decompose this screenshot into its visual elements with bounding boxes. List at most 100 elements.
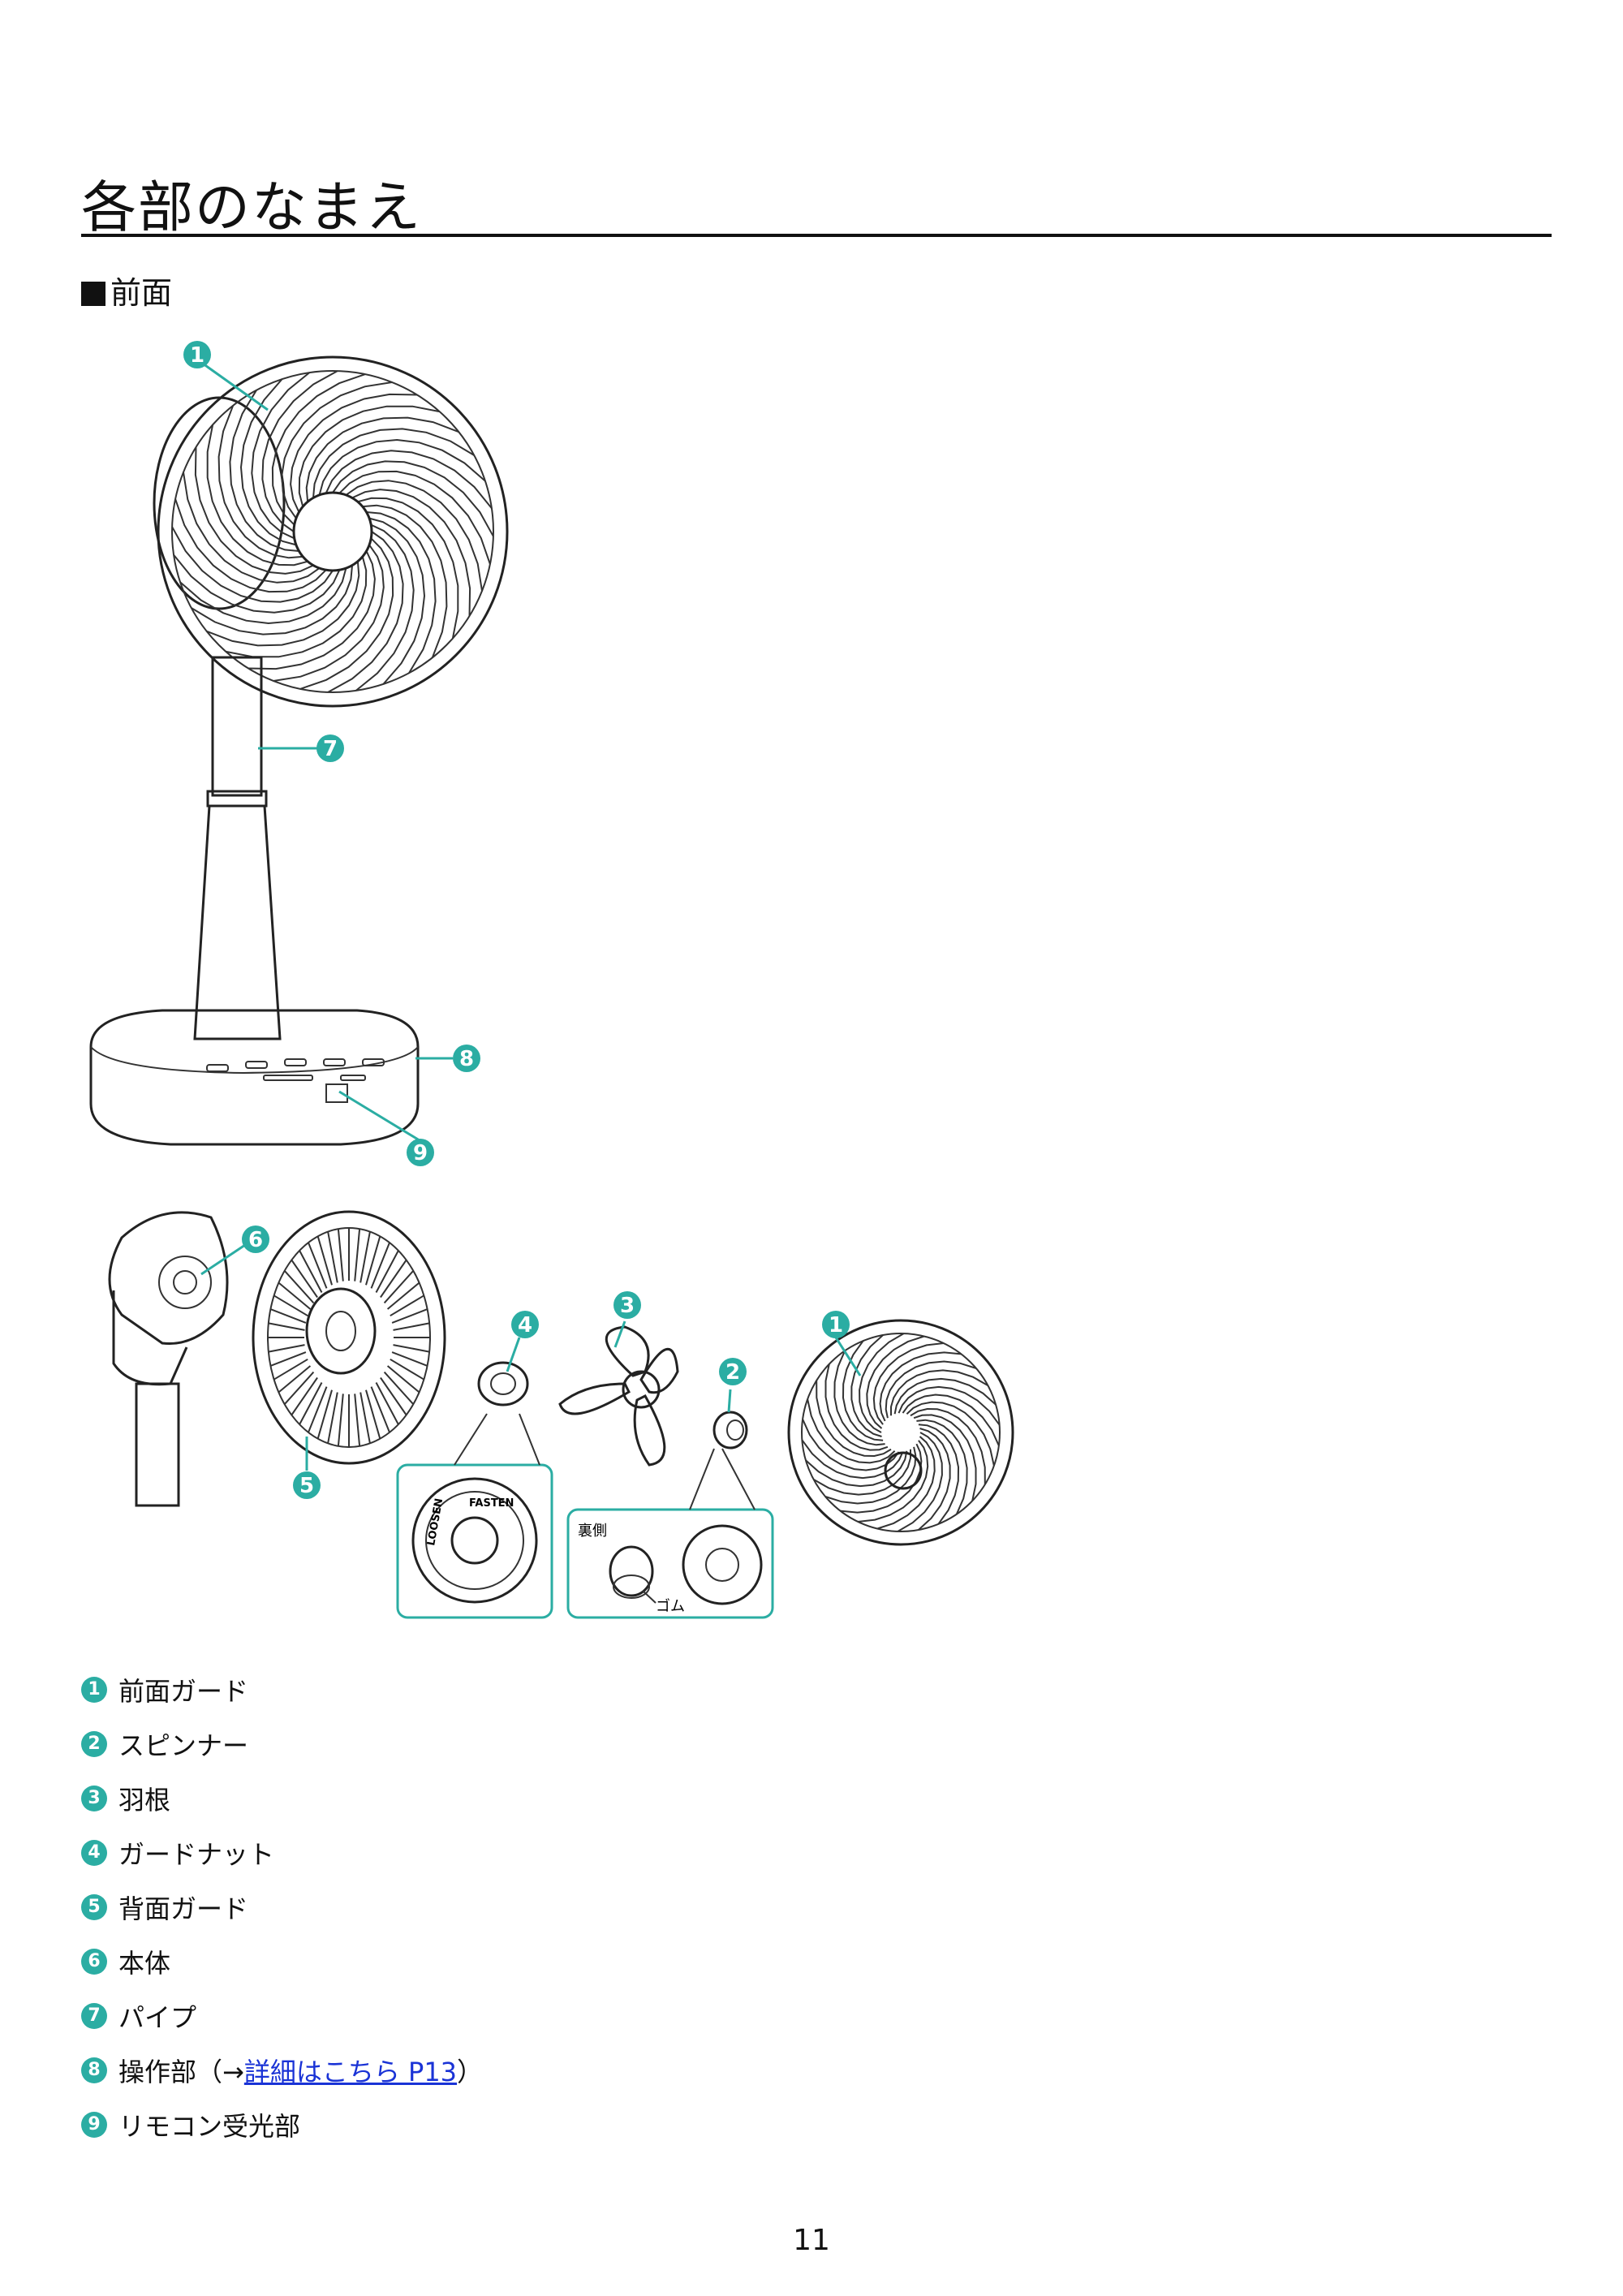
rear-guard [252,1210,446,1465]
title-rule [81,234,1552,237]
control-key [340,1075,366,1081]
callout-badge [316,734,344,762]
guard-wire [840,1443,923,1514]
callout-number: 8 [459,1047,474,1071]
guard-wire [898,1385,1001,1426]
detail-leader [519,1413,540,1466]
control-key [263,1075,313,1081]
rear-guard-spoke [308,1242,328,1289]
rear-guard-spoke [383,1371,415,1405]
rear-guard-spoke [299,1382,323,1425]
rear-guard-spoke [370,1242,390,1289]
rear-guard-spoke [283,1371,315,1405]
callout-number: 9 [413,1141,428,1165]
guard-wire [305,416,459,502]
rear-guard-spoke [268,1344,305,1353]
front-guard-ring [171,370,494,693]
assembled-fan [89,355,509,1146]
control-panel-details-link[interactable]: 詳細はこちら P13 [243,2056,458,2087]
callout-number: 6 [248,1228,263,1252]
guard-wire [816,1380,892,1458]
guard-wire [885,1360,977,1419]
pipe-collar [206,790,268,808]
guard-wire [325,450,493,509]
callout-leader [834,1337,862,1376]
guard-wire [229,390,299,552]
rear-guard-spoke [270,1308,307,1324]
rear-guard-spoke [393,1344,430,1353]
rear-guard-spoke [390,1358,424,1381]
rear-guard-spoke [365,1236,381,1286]
part-number-badge: 8 [81,2057,107,2083]
callout-8: 8 [453,1045,480,1072]
guard-wire [824,1363,889,1451]
guard-wire [366,511,437,674]
detail-leader [689,1448,715,1510]
guard-wire [299,537,394,690]
guard-wire [194,446,314,575]
part-note-suffix: ） [457,2056,484,2087]
guard-wire [251,372,310,540]
rear-guard-spoke [316,1389,333,1439]
callout-badge [183,341,211,368]
guard-wire [802,1419,900,1471]
callout-badge [511,1311,539,1338]
rear-guard-outer [252,1210,446,1465]
blade-wing [633,1394,666,1467]
rear-guard-spoke [380,1259,407,1299]
control-key [323,1058,346,1066]
callout-3: 3 [613,1291,641,1319]
rear-guard-spoke [359,1231,371,1283]
callout-1-bottom: 1 [822,1311,850,1338]
guard-wire [913,1414,977,1501]
page-number: 11 [793,2224,830,2257]
guard-wire [261,370,338,532]
fan-body-hub [158,1256,212,1309]
blade-hub [622,1370,661,1409]
rear-guard-spoke [316,1236,333,1286]
rear-guard-spoke [308,1386,328,1433]
rear-guard-rays [268,1228,430,1447]
callout-number: 5 [299,1474,314,1498]
guard-wire [345,480,483,592]
rear-guard-spoke [268,1322,305,1331]
callout-leader [506,1337,521,1372]
front-guard-exploded-ring [801,1333,1001,1532]
blade-wing [605,1325,650,1377]
nut-detail-hole [450,1516,499,1565]
spinner [712,1411,748,1450]
spinner-detail-back [609,1545,654,1597]
callout-number: 1 [190,343,204,368]
guard-wire [824,1446,917,1505]
callout-7: 7 [316,734,344,762]
back-side-label: 裏側 [578,1523,607,1540]
guard-wire [362,504,448,658]
front-guard-center [292,491,373,572]
guard-nut-hole [490,1372,516,1395]
fan-parts-diagram: LOOSEN FASTEN 裏側 ゴム 1 7 8 9 6 5 4 [89,341,1014,1619]
guard-wire [191,565,353,635]
callout-6: 6 [242,1226,269,1253]
rear-guard-spoke [375,1250,399,1293]
detail-leader [454,1413,488,1466]
callout-badge [822,1311,850,1338]
fan-body-pipe [135,1382,180,1507]
rear-guard-spoke [375,1382,399,1425]
guard-wire [351,489,471,617]
callout-9: 9 [407,1139,434,1166]
callout-number: 3 [620,1294,635,1318]
rear-guard-spoke [386,1365,420,1394]
spinner-detail-rubber [613,1574,650,1599]
part-number-badge: 4 [81,1839,107,1866]
fan-body [108,1211,229,1507]
part-number-badge: 6 [81,1948,107,1975]
part-number-badge: 5 [81,1893,107,1920]
guard-wire [217,405,304,559]
